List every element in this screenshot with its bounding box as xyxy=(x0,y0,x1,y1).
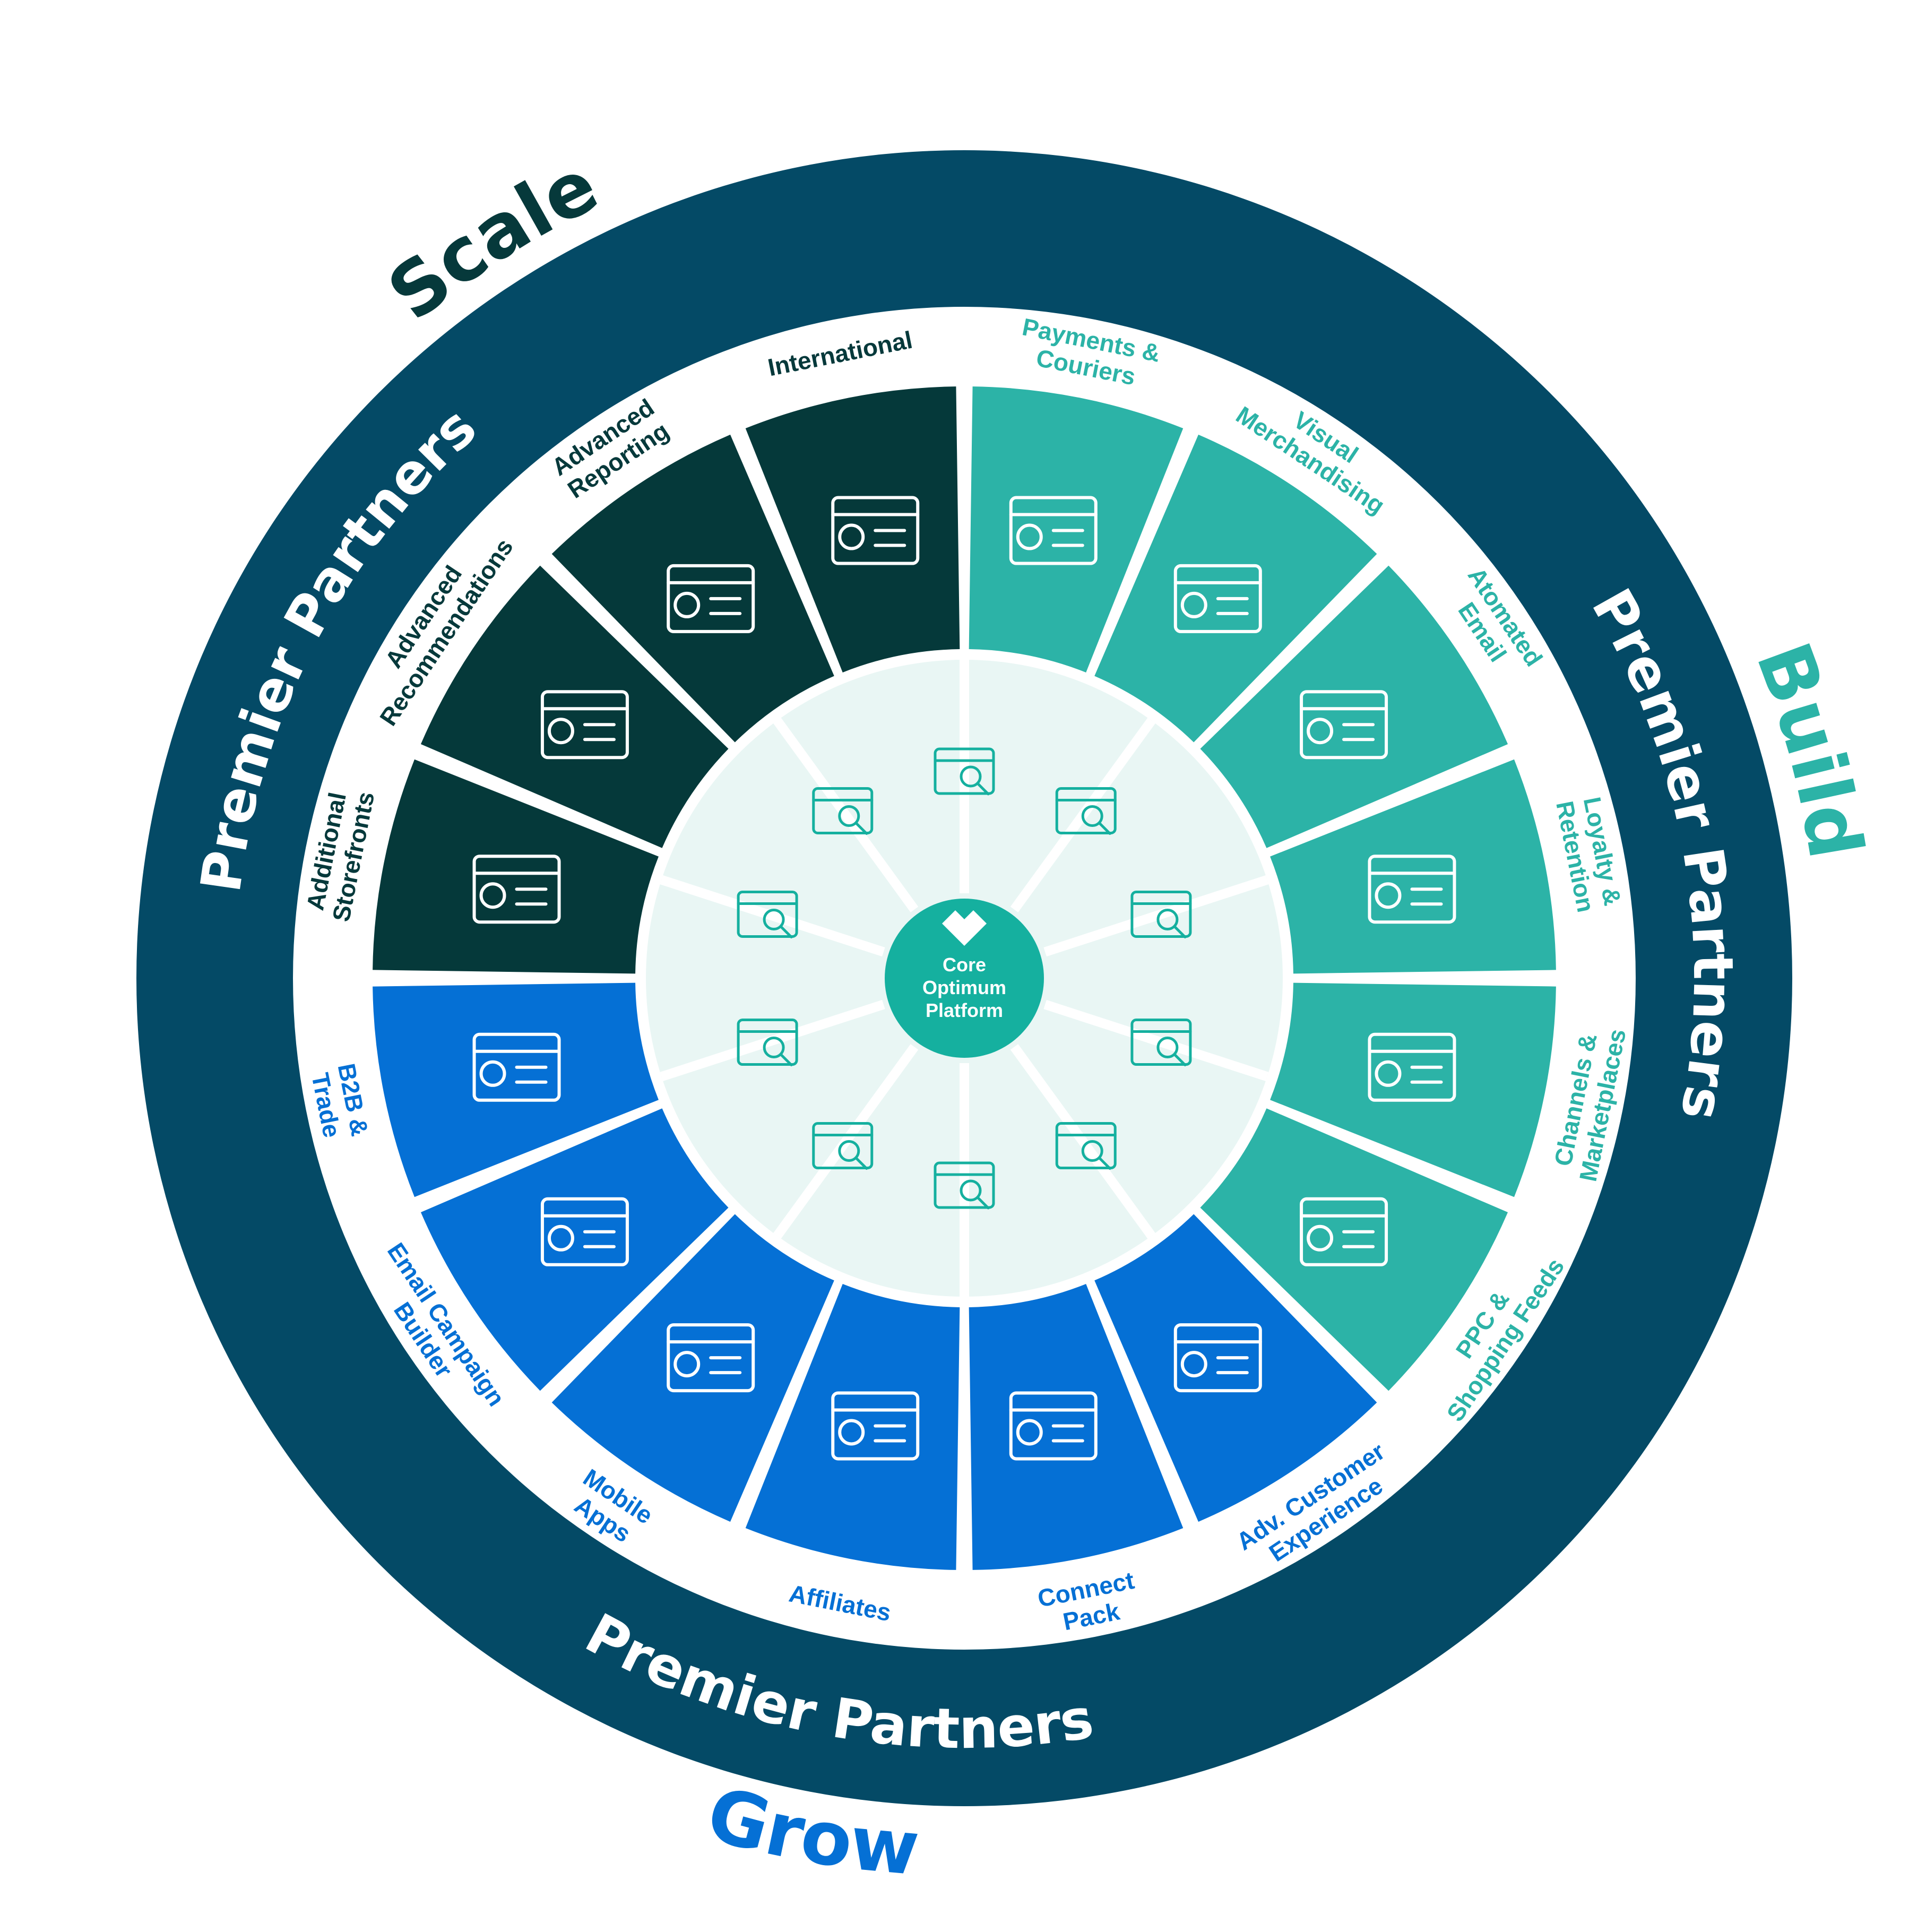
segment-wedge xyxy=(1270,982,1556,1197)
voucher-scissors-icon xyxy=(1130,1019,1192,1067)
core-line-1: Core xyxy=(943,954,986,976)
envelope-gear-icon xyxy=(1300,690,1388,760)
mobile-download-icon xyxy=(667,1323,755,1393)
api-gears-icon xyxy=(737,1019,798,1067)
segment-email-campaign-builder[interactable] xyxy=(420,1108,729,1391)
browser-upload-icon xyxy=(1300,1197,1388,1266)
boxes-icon xyxy=(1173,1323,1262,1393)
segment-adv-customer-experience[interactable] xyxy=(1094,1214,1377,1522)
browser-pencil-icon xyxy=(934,747,995,796)
segment-wedge xyxy=(1200,1108,1508,1391)
segment-affiliates[interactable] xyxy=(745,1284,960,1570)
chat-rating-icon xyxy=(737,890,798,938)
shopping-cart-icon xyxy=(1055,1122,1117,1170)
gift-card-icon xyxy=(1368,855,1456,924)
segments xyxy=(373,386,1556,1570)
segment-channels-marketplaces[interactable] xyxy=(1270,982,1556,1197)
search-filter-icon xyxy=(934,1161,995,1210)
segment-additional-storefronts[interactable] xyxy=(373,759,659,974)
inner-divider xyxy=(1043,999,1269,1081)
segment-mobile-apps[interactable] xyxy=(551,1214,834,1522)
core-line-2: Optimum xyxy=(922,977,1006,998)
segment-b2b-trade[interactable] xyxy=(373,982,659,1197)
inner-divider xyxy=(660,999,885,1081)
segment-wedge xyxy=(1094,434,1377,743)
segment-atomated-email[interactable] xyxy=(1200,565,1508,848)
segment-labels: Payments &CouriersVisualMerchandisingAto… xyxy=(301,313,1631,1635)
core-circle xyxy=(885,899,1044,1058)
segment-wedge xyxy=(420,1108,729,1391)
inner-divider xyxy=(1043,875,1269,957)
segment-wedge xyxy=(1094,1214,1377,1522)
segment-wedge xyxy=(551,1214,834,1522)
briefcase-gear-icon xyxy=(812,1122,874,1170)
core-platform: Core Optimum Platform xyxy=(885,899,1044,1058)
store-location-icon xyxy=(1368,1032,1456,1102)
segment-connect-pack[interactable] xyxy=(969,1284,1184,1570)
core-line-3: Platform xyxy=(926,999,1003,1021)
segment-wedge xyxy=(745,386,960,672)
core-heart-logo-icon xyxy=(942,910,987,946)
two-storefronts-icon xyxy=(472,855,561,924)
network-people-icon xyxy=(831,1391,920,1461)
segment-wedge xyxy=(420,565,729,848)
segment-international[interactable] xyxy=(745,386,960,672)
segment-wedge xyxy=(373,759,659,974)
segment-payments-couriers[interactable] xyxy=(969,386,1184,672)
hand-shield-icon xyxy=(1130,890,1192,938)
laptop-email-icon xyxy=(540,1197,629,1266)
segment-ppc-shopping-feeds[interactable] xyxy=(1200,1108,1508,1391)
inner-divider xyxy=(1010,1044,1155,1239)
price-tags-icon xyxy=(1055,787,1117,835)
inner-divider xyxy=(773,718,919,912)
thumbs-up-stars-icon xyxy=(540,690,629,760)
segment-wedge xyxy=(1270,759,1556,974)
globe-card-icon xyxy=(1009,496,1098,565)
segment-loyalty-retention[interactable] xyxy=(1270,759,1556,974)
storefront-mannequin-icon xyxy=(1173,564,1262,633)
report-charts-icon xyxy=(667,564,755,633)
segment-wedge xyxy=(745,1284,960,1570)
inner-divider xyxy=(660,875,885,957)
analytics-search-icon xyxy=(812,787,874,835)
segment-wedge xyxy=(373,982,659,1197)
buildings-exchange-icon xyxy=(472,1032,561,1102)
clipboard-checklist-icon xyxy=(1009,1391,1098,1461)
currency-store-icon xyxy=(831,496,920,565)
segment-advanced-recommendations[interactable] xyxy=(420,565,729,848)
segment-wedge xyxy=(1200,565,1508,848)
segment-wedge xyxy=(551,434,834,743)
segment-advanced-reporting[interactable] xyxy=(551,434,834,743)
segment-visual-merchandising[interactable] xyxy=(1094,434,1377,743)
